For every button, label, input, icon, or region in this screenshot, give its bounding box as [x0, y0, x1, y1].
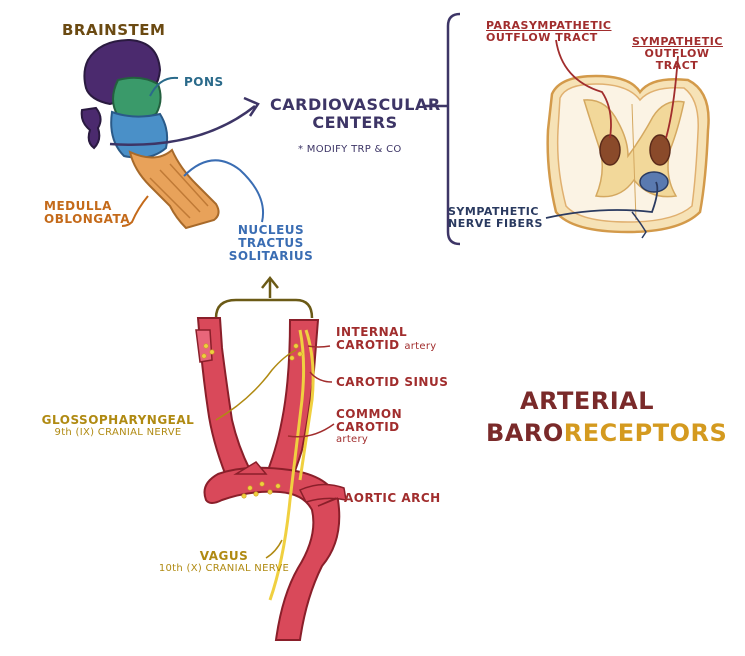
glosso-line1: GLOSSOPHARYNGEAL: [41, 413, 195, 427]
glosso-leader: [215, 349, 297, 421]
nts-leader: [183, 159, 264, 223]
internal-carotid-label: INTERNAL CAROTID artery: [336, 325, 437, 353]
artery-tree: [195, 317, 347, 641]
symp-fibers-leader: [545, 181, 659, 219]
symp-line1: SYMPATHETIC: [632, 35, 723, 48]
sympathetic-outflow-label: SYMPATHETIC OUTFLOW TRACT: [632, 35, 723, 73]
symp-fibers-tail: [631, 211, 647, 239]
parasymp-leader: [555, 39, 612, 139]
title-line2: BARORECEPTORS: [486, 420, 727, 446]
common-line1: COMMON: [336, 407, 403, 421]
medulla-label: MEDULLA OBLONGATA: [44, 199, 131, 227]
nts-line1: NUCLEUS: [237, 223, 305, 237]
vagus-line2: 10th (X) CRANIAL NERVE: [158, 563, 290, 575]
brainstem-illustration: [80, 38, 220, 230]
medulla-line1: MEDULLA: [44, 199, 112, 213]
nts-line2: TRACTUS: [238, 236, 304, 251]
common-line3: artery: [336, 434, 369, 446]
internal-artery-word: artery: [404, 341, 437, 353]
internal-leader: [307, 345, 331, 348]
nts-line3: SOLITARIUS: [228, 249, 314, 264]
glossopharyngeal-nerve: [298, 329, 315, 481]
pons-leader: [149, 76, 179, 97]
aortic-arch-label: AORTIC ARCH: [344, 491, 441, 505]
common-line2: CAROTID: [336, 420, 400, 435]
vagus-line1: VAGUS: [199, 549, 249, 563]
carotid-sinus-label: CAROTID SINUS: [336, 375, 449, 389]
cardio-arrow: [109, 105, 256, 146]
title-baro: BARO: [486, 419, 564, 447]
brainstem-label: BRAINSTEM: [62, 21, 166, 39]
vagus-nerve: [268, 329, 306, 601]
aortic-leader: [317, 497, 339, 507]
sinus-leader: [309, 371, 333, 383]
vagus-leader: [265, 539, 283, 559]
cardio-note: * MODIFY TRP & CO: [298, 144, 402, 155]
symp-line2: OUTFLOW: [644, 47, 710, 61]
internal-line2: CAROTID: [336, 338, 400, 353]
spinal-cord-section: [546, 74, 710, 234]
symp-leader: [665, 55, 679, 139]
symp-fibers-line1: SYMPATHETIC: [448, 205, 539, 218]
nts-up-arrowhead: [261, 275, 279, 289]
common-carotid-label: COMMON CAROTID artery: [336, 407, 403, 446]
cardio-line1: CARDIOVASCULAR: [270, 95, 441, 114]
glosso-line2: 9th (IX) CRANIAL NERVE: [54, 427, 182, 439]
para-line1: PARASYMPATHETIC: [486, 19, 612, 32]
parasympathetic-label: PARASYMPATHETIC OUTFLOW TRACT: [486, 19, 612, 45]
nts-label: NUCLEUS TRACTUS SOLITARIUS: [226, 223, 316, 264]
internal-line1: INTERNAL: [336, 325, 408, 339]
symp-line3: TRACT: [655, 59, 699, 73]
glossopharyngeal-label: GLOSSOPHARYNGEAL 9th (IX) CRANIAL NERVE: [28, 413, 208, 439]
nerve-bracket: [214, 298, 314, 319]
cardio-arrowhead: [243, 96, 260, 117]
title-receptors: RECEPTORS: [563, 419, 728, 447]
cardiovascular-centers-label: CARDIOVASCULAR CENTERS: [270, 96, 440, 131]
para-line2: OUTFLOW TRACT: [486, 31, 598, 45]
title-line1: ARTERIAL: [520, 387, 655, 415]
pons-label: PONS: [184, 75, 224, 89]
medulla-leader: [121, 195, 149, 227]
vagus-label: VAGUS 10th (X) CRANIAL NERVE: [154, 549, 294, 575]
sympathetic-fibers-label: SYMPATHETIC NERVE FIBERS: [448, 205, 543, 231]
common-leader: [287, 423, 335, 438]
bracket: [446, 12, 461, 246]
baroreceptor-dots: [201, 343, 303, 499]
medulla-line2: OBLONGATA: [44, 212, 131, 227]
cardio-line2: CENTERS: [312, 112, 398, 132]
symp-fibers-line2: NERVE FIBERS: [448, 217, 543, 231]
